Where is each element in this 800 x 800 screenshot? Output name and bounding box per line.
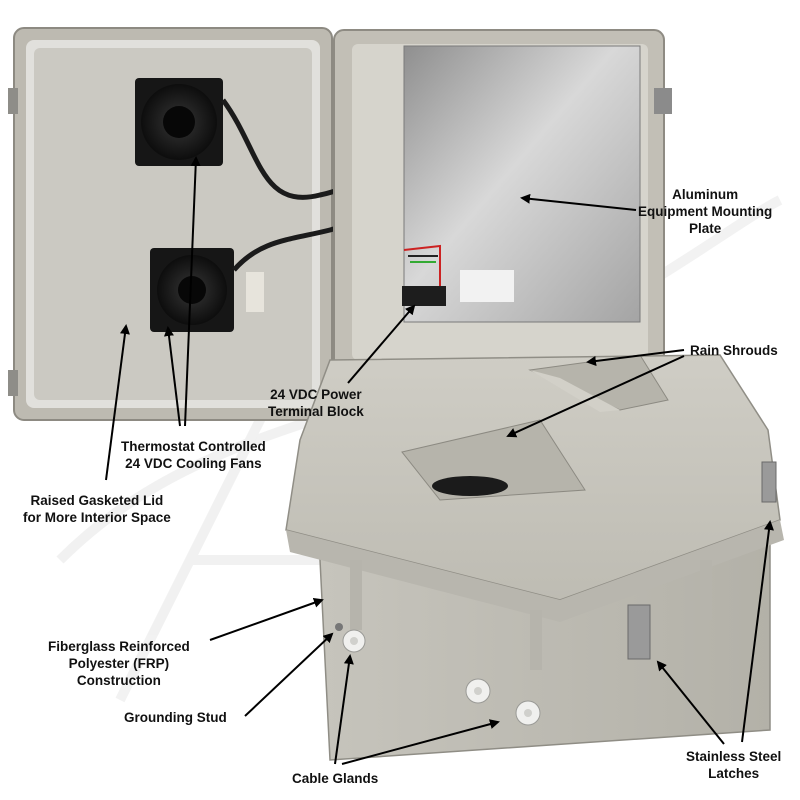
latch-front: [627, 604, 651, 660]
cable-gland-1: [342, 629, 366, 653]
lid-sticker: [246, 272, 264, 312]
arrow-mounting-plate: [520, 193, 637, 211]
arrow-frp: [209, 597, 324, 641]
arrow-terminal-block: [347, 304, 416, 384]
arrow-raised-lid: [105, 324, 130, 481]
cooling-fan-top: [135, 78, 223, 166]
label-frp: Fiberglass Reinforced Polyester (FRP) Co…: [48, 639, 190, 688]
arrow-rain-shroud-rear: [586, 349, 685, 366]
rain-shroud-front: [401, 419, 586, 501]
arrow-latch-right: [741, 520, 774, 743]
label-latches: Stainless Steel Latches: [686, 749, 782, 781]
arrow-cable-gland-2: [341, 719, 500, 765]
arrow-cable-gland-1: [334, 654, 354, 765]
label-raised-lid: Raised Gasketed Lid for More Interior Sp…: [23, 493, 171, 525]
arrow-grounding-stud: [244, 632, 334, 717]
arrow-fan-top: [184, 156, 201, 427]
label-mounting-plate: Aluminum Equipment Mounting Plate: [638, 187, 773, 236]
grounding-stud: [335, 623, 343, 631]
callout-arrows: [105, 156, 774, 765]
aluminum-mounting-plate: [403, 45, 641, 323]
label-cooling-fans: Thermostat Controlled 24 VDC Cooling Fan…: [121, 439, 266, 471]
cable-gland-3: [515, 700, 541, 726]
label-cable-glands: Cable Glands: [292, 771, 379, 786]
arrow-latch-front: [656, 660, 725, 745]
label-grounding-stud: Grounding Stud: [124, 710, 227, 725]
label-rain-shrouds: Rain Shrouds: [690, 343, 778, 358]
arrow-rain-shroud-front: [506, 355, 685, 438]
cable-gland-2: [465, 678, 491, 704]
arrow-fan-bottom: [164, 326, 181, 427]
cooling-fan-bottom: [150, 248, 234, 332]
terminal-block: [402, 244, 446, 306]
label-terminal-block: 24 VDC Power Terminal Block: [268, 387, 364, 419]
latch-right: [761, 461, 777, 503]
